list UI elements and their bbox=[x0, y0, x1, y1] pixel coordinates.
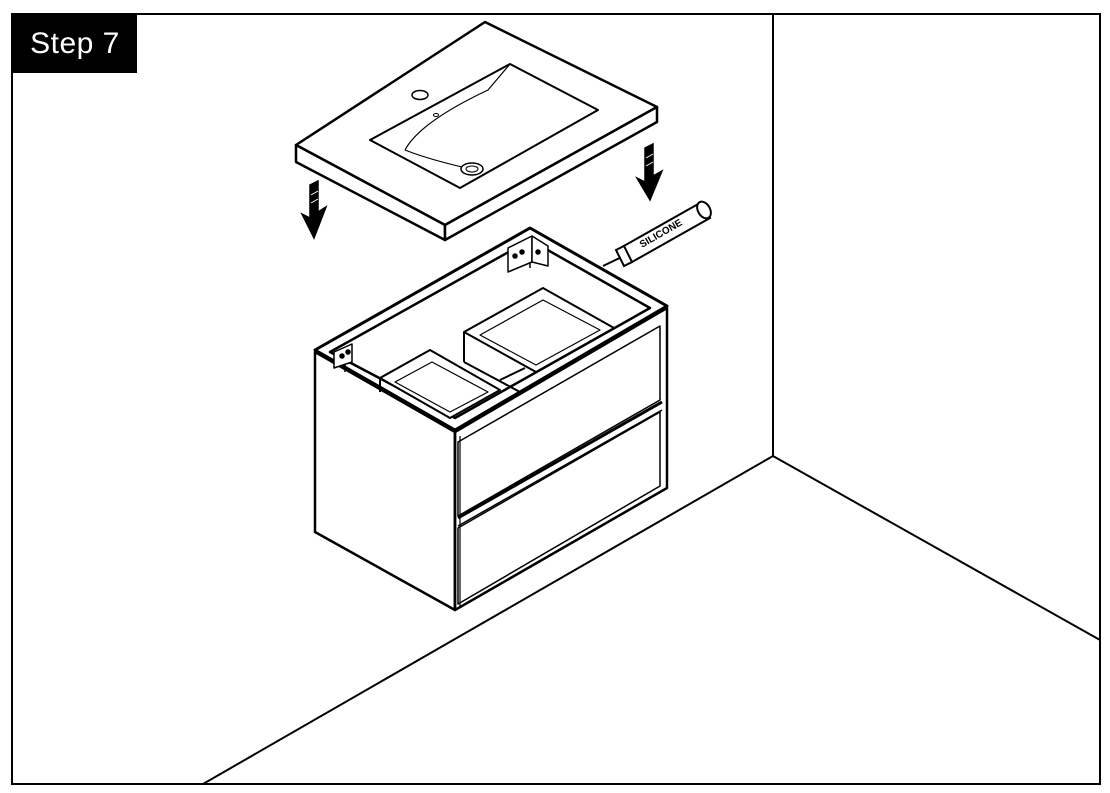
inner-drawer-box-left bbox=[379, 349, 501, 419]
floor-left-line bbox=[202, 455, 774, 785]
corner-bracket-front bbox=[333, 343, 353, 369]
step-badge: Step 7 bbox=[13, 14, 137, 73]
drawer-top-front bbox=[457, 325, 661, 517]
corner-bracket-back bbox=[507, 235, 549, 273]
sink-top bbox=[294, 20, 659, 242]
drawer-bottom-front bbox=[457, 411, 661, 605]
sink-basin bbox=[369, 63, 599, 189]
room-lines bbox=[202, 14, 1101, 785]
overflow-hole bbox=[433, 113, 439, 117]
down-arrow-left-icon bbox=[300, 179, 328, 240]
inner-drawer-box-right bbox=[463, 287, 615, 393]
faucet-hole bbox=[411, 89, 429, 101]
sink-top-right-edge bbox=[443, 105, 659, 242]
down-arrow-right-icon bbox=[635, 142, 664, 202]
vanity-cabinet bbox=[313, 226, 669, 612]
floor-right-line bbox=[772, 455, 1101, 641]
